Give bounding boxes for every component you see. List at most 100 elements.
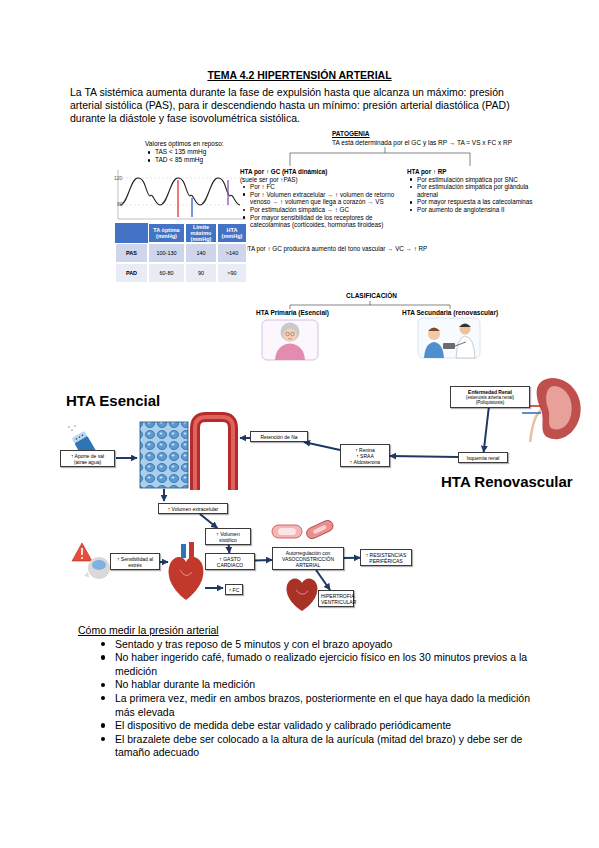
text-block: La TA sistémica aumenta durante la fase … [70,86,535,126]
process-box: Autorregulación conVASOCONSTRICCIÓN ARTE… [272,547,344,570]
bullet-item: La primera vez, medir en ambos brazos, p… [100,692,533,719]
box-text: HIPERTROFIA VENTRICULAR [321,593,351,605]
hypertrophic-heart-illustration-part [287,579,318,612]
text-block: HTA por ↑ GC producirá aumento del tono … [243,245,478,253]
flow-arrow [344,557,360,559]
box-text: ↑ FC [228,587,240,593]
kidney-illustration-part [546,386,572,429]
process-box: Isquemia renal [458,452,508,463]
vessel-illustration-part-part [305,519,335,541]
process-box: ↑ Volumen extracelular [158,503,228,514]
table-cell: 90 [185,263,217,283]
blood-pressure-measurement-illustration-part [456,336,475,358]
table-cell: >90 [217,263,247,283]
bp-waveform-graph-part [120,178,240,205]
kidney-illustration-part [537,378,581,439]
flow-arrows-part [160,561,168,563]
text-block: HTA Renovascular [441,473,591,491]
flow-arrow [484,408,489,452]
bullet-item: No hablar durante la medición [100,678,533,692]
box-text: Autorregulación con [275,550,341,556]
vessel-illustration-part-part [313,525,327,535]
stress-illustration-part [84,572,89,577]
diagram-heading: HTA Esencial [66,392,216,410]
bp-waveform-graph-part [191,198,192,217]
diagram-heading: HTA Renovascular [441,473,591,491]
table-corner-cell [115,223,148,243]
table-cell: 100-130 [148,243,185,263]
salt-grains-part [74,425,76,427]
text-block: HTA Secundaria (renovascular) [402,309,512,317]
bullet-item: Por aumento de angiotensina II [407,206,537,214]
blood-pressure-measurement-illustration-part [418,318,480,358]
process-box: HIPERTROFIA VENTRICULAR [318,590,354,607]
table-cell: Límite máximo (mmHg) [185,223,217,243]
section-heading: CLASIFICACIÓN [346,292,426,300]
stress-illustration-part [88,557,110,579]
process-box: ↑ Volumen sistólico [205,528,251,545]
branch-note: (suele ser por ↑PAS) [240,176,398,184]
intro-paragraph: La TA sistémica aumenta durante la fase … [70,86,535,126]
box-text: Enfermedad Renal [453,389,527,395]
table-cell: 140 [185,243,217,263]
stress-illustration [72,543,110,579]
blood-pressure-measurement-illustration-part [459,324,471,328]
axis-value: 80 [117,201,137,207]
bullet-item: Por estimulación simpática por glándula … [407,183,537,198]
box-text: ↑ Aporte de sal [63,453,112,459]
process-box: Retención de Na [250,431,308,442]
table-cell: PAD [115,263,148,283]
box-text: ↑ GASTO CARDIACO [208,556,252,568]
heart-illustration-part [181,544,186,558]
bullet-item: Por mayor sensibilidad de los receptores… [240,214,398,229]
flow-arrow [255,559,272,562]
bullet-item: Sentado y tras reposo de 5 minutos y con… [100,638,533,652]
salt-grains-part [71,429,73,431]
bullet-item: TAS < 135 mmHg [145,148,255,156]
elderly-woman-illustration-part [286,332,290,336]
tree-lines-part [290,301,450,309]
flow-arrow [200,514,218,528]
process-box: ↑ Aporte de sal(atrae agua) [60,450,115,467]
elderly-woman-illustration [262,320,318,360]
blood-pressure-measurement-illustration-part [428,328,440,340]
bullet-item: Por ↑ FC [240,183,398,191]
vessel-illustration-part [272,525,302,538]
bullet-item: Por mayor respuesta a las catecolaminas [407,198,537,206]
cells-and-vessel-illustration-part [140,422,188,488]
process-box: ↑ RESISTENCIAS PERIFÉRICAS [360,549,412,566]
blood-pressure-measurement-illustration-part [428,328,440,332]
cells-and-vessel-illustration-part [195,417,233,490]
heart-illustration [169,542,204,600]
box-text: ↑ Volumen extracelular [161,506,225,512]
elderly-woman-illustration-part [288,338,292,340]
text-block: HTA Esencial [66,392,216,410]
stress-illustration-part [81,548,83,555]
text-block: Cómo medir la presión arterialSentado y … [78,624,533,760]
box-text: (estenosis arteria renal) (Poliquistosis… [453,395,527,406]
text-block: HTA por ↑ RPPor estimulación simpática p… [407,168,537,214]
hypertrophic-heart-illustration [287,579,318,612]
class-heading: HTA Primaria (Esencial) [256,309,346,317]
text-block: CLASIFICACIÓN [346,292,426,300]
bp-waveform-graph-part [118,205,246,206]
formula-text: TA está determinada por el GC y las RP →… [332,139,547,148]
salt-grains-part [68,426,70,428]
vessel-illustration-part [305,519,335,541]
table-corner-cell-part [115,223,148,243]
elderly-woman-illustration-part [284,329,297,342]
text-block: HTA por ↑ GC (HTA dinámica)(suele ser po… [240,168,398,229]
kidney-illustration-part [530,410,541,442]
heart-illustration-part [169,557,204,600]
process-box: ↑ Renina↑ SRAA↑ Aldosterona [340,444,390,467]
bullet-item: Por ↑ Volumen extracelular → ↑ volumen d… [240,191,398,206]
flow-arrows-part [240,437,250,439]
process-box: ↑ FC [225,584,243,595]
box-text: Retención de Na [253,434,305,440]
bp-waveform-graph-part [177,180,178,217]
blood-pressure-measurement-illustration [418,318,480,358]
text-block: Valores óptimos en reposo:TAS < 135 mmHg… [145,140,255,165]
heart-illustration-part [189,542,194,558]
vessel-illustration-part [278,528,296,535]
